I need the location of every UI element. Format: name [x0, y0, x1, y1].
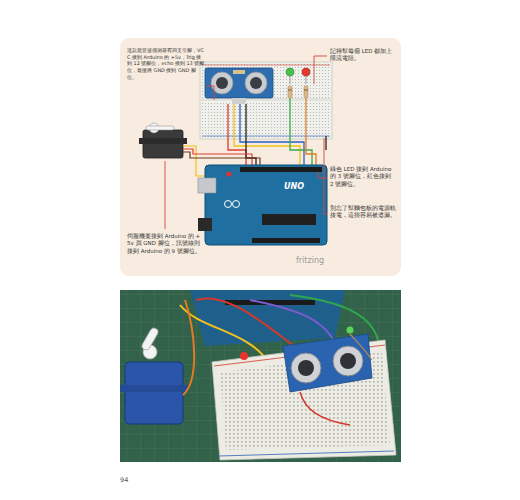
arduino-uno: [198, 178, 216, 193]
resistor-symbol: [304, 86, 308, 98]
ultrasonic-sensor: [245, 72, 267, 94]
page-number: 94: [120, 476, 150, 485]
callout-note: 伺服機要接到 Arduino 的 +5v 與 GND 腳位，訊號線則接到 Ard…: [127, 233, 201, 255]
jumper-wires: [306, 98, 316, 168]
arduino-uno: [252, 238, 320, 243]
jumper-wires: [290, 98, 312, 168]
photo: [300, 392, 350, 425]
arduino-uno: [240, 167, 322, 172]
breadboard: [200, 62, 332, 139]
photo: [183, 300, 194, 395]
board-logo: UNO: [284, 182, 324, 193]
servo-motor: [139, 123, 187, 158]
leader-line: [165, 56, 327, 229]
ultrasonic-sensor: [205, 68, 273, 104]
photo: [120, 290, 401, 462]
arduino-uno: [225, 201, 232, 208]
leader-line: [165, 161, 166, 229]
led-pair: [290, 76, 291, 84]
photo: [283, 334, 372, 392]
jumper-wires: [325, 136, 326, 150]
leader-line: [318, 172, 327, 178]
breadboard: [200, 98, 332, 101]
callout-note: 這款超音波感測器有四支引腳，VCC 接到 Arduino 的 +5v，Trig …: [127, 47, 205, 80]
arduino-uno: [198, 165, 327, 245]
ultrasonic-sensor: [232, 98, 246, 104]
resistor-symbol: [288, 90, 292, 91]
photo: [219, 451, 394, 456]
photo: [120, 385, 188, 392]
breadboard: [200, 62, 332, 139]
photo: [141, 327, 160, 352]
resistor-symbol: [288, 86, 308, 98]
callout-note: 記得幫每個 LED 都加上限流電阻。: [330, 48, 396, 63]
jumper-wires: [245, 104, 246, 138]
leader-line: [314, 56, 327, 84]
ultrasonic-sensor: [216, 77, 228, 89]
ultrasonic-sensor: [233, 70, 245, 74]
photo: [298, 360, 314, 376]
photo: [350, 334, 372, 360]
led-pair: [286, 68, 310, 84]
led-pair: [306, 76, 307, 84]
servo-motor: [146, 126, 174, 130]
resistor-symbol: [288, 86, 292, 98]
led-pair: [302, 68, 310, 76]
jumper-wires: [246, 138, 256, 168]
breadboard: [202, 136, 330, 137]
arduino-uno: [205, 165, 327, 245]
arduino-uno: [226, 171, 231, 176]
photo: [340, 353, 356, 369]
photo: [290, 295, 378, 340]
callout-note: 別忘了幫麵包板的電源軌接電，這很容易被遺漏。: [330, 205, 396, 220]
arduino-uno: [198, 218, 212, 231]
arduino-uno: [262, 214, 316, 225]
led-pair: [286, 68, 294, 76]
photo: [125, 362, 183, 424]
ultrasonic-sensor: [205, 68, 273, 98]
leader-line: [324, 138, 327, 214]
arduino-uno: [233, 201, 240, 208]
servo-wires: [183, 146, 205, 176]
photo: [291, 353, 321, 383]
watermark: fritzing: [296, 256, 356, 267]
photo: [347, 327, 354, 334]
photo: [333, 346, 363, 376]
leader-line: [206, 86, 214, 100]
callout-note: 綠色 LED 接到 Arduino 的 3 號腳位，紅色接到 2 號腳位。: [330, 166, 396, 188]
servo-motor: [139, 138, 187, 144]
resistor-symbol: [304, 90, 308, 91]
breadboard: [202, 65, 330, 66]
photo: [120, 290, 401, 462]
photo: [240, 352, 248, 360]
ultrasonic-sensor: [250, 77, 262, 89]
diagram-panel: [120, 38, 401, 276]
